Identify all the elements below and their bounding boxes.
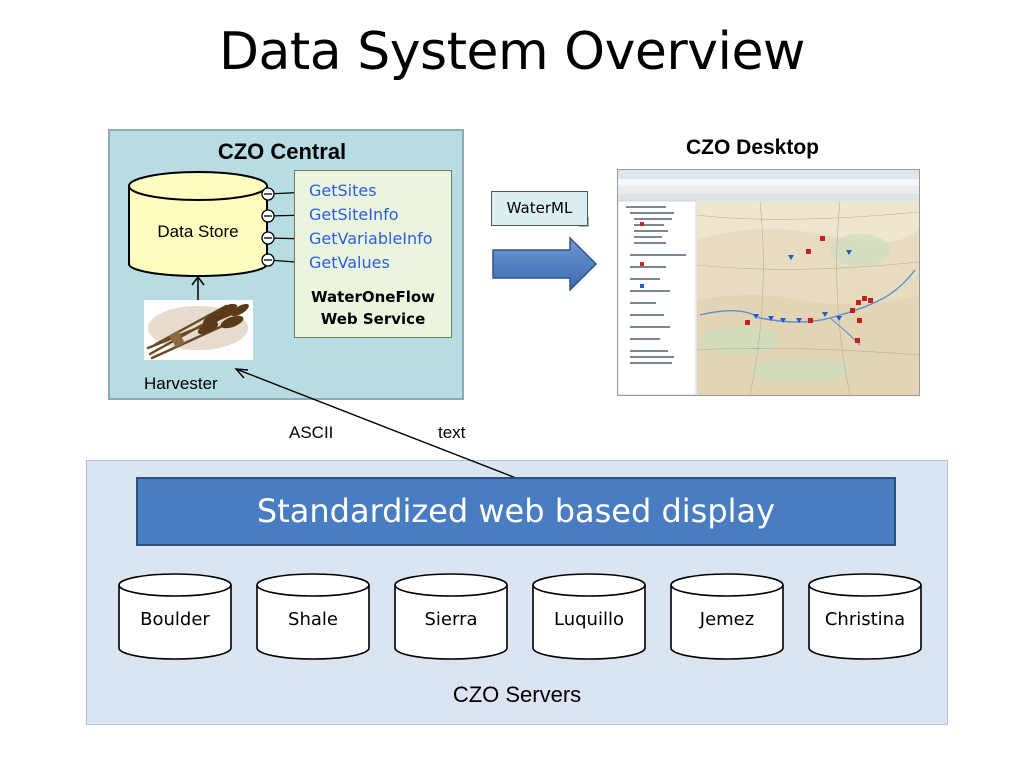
app-screenshot-thumbnail bbox=[617, 170, 920, 396]
server-cylinder-shale bbox=[256, 573, 370, 660]
server-cylinder-boulder bbox=[118, 573, 232, 660]
web-service-name: WaterOneFlow Web Service bbox=[294, 286, 452, 330]
method-getsites: GetSites bbox=[309, 181, 377, 200]
server-cylinders bbox=[118, 573, 922, 660]
czo-desktop-title: CZO Desktop bbox=[686, 136, 820, 159]
server-label-boulder: Boulder bbox=[140, 609, 210, 630]
server-cylinder-christina bbox=[808, 573, 922, 660]
server-label-jemez: Jemez bbox=[699, 609, 755, 630]
harvester-label: Harvester bbox=[144, 374, 218, 393]
czo-servers-label: CZO Servers bbox=[452, 682, 582, 707]
data-store-cylinder bbox=[128, 171, 268, 277]
text-label: text bbox=[438, 423, 466, 442]
standardized-display-bar: Standardized web based display bbox=[136, 477, 896, 546]
server-cylinder-sierra bbox=[394, 573, 508, 660]
transfer-arrow bbox=[492, 236, 598, 292]
web-service-name-line2: Web Service bbox=[320, 310, 426, 328]
method-getsiteinfo: GetSiteInfo bbox=[309, 205, 399, 224]
method-getvalues: GetValues bbox=[309, 253, 390, 272]
server-label-luquillo: Luquillo bbox=[554, 609, 624, 630]
waterml-label: WaterML bbox=[491, 191, 588, 226]
data-store-label: Data Store bbox=[157, 222, 239, 241]
wheat-bundle-icon bbox=[144, 300, 253, 360]
server-cylinder-jemez bbox=[670, 573, 784, 660]
server-label-sierra: Sierra bbox=[424, 609, 478, 630]
server-cylinder-luquillo bbox=[532, 573, 646, 660]
czo-central-title: CZO Central bbox=[217, 139, 347, 164]
server-label-christina: Christina bbox=[824, 609, 906, 630]
harvester-to-store-arrow bbox=[191, 275, 205, 300]
ascii-label: ASCII bbox=[289, 423, 334, 442]
slide-title: Data System Overview bbox=[219, 22, 805, 82]
server-label-shale: Shale bbox=[288, 609, 338, 630]
method-getvariableinfo: GetVariableInfo bbox=[309, 229, 433, 248]
web-service-name-line1: WaterOneFlow bbox=[310, 288, 436, 306]
wateroneflow-box bbox=[294, 170, 452, 338]
czo-desktop-frame bbox=[617, 169, 920, 396]
display-to-harvester-link bbox=[234, 368, 517, 479]
